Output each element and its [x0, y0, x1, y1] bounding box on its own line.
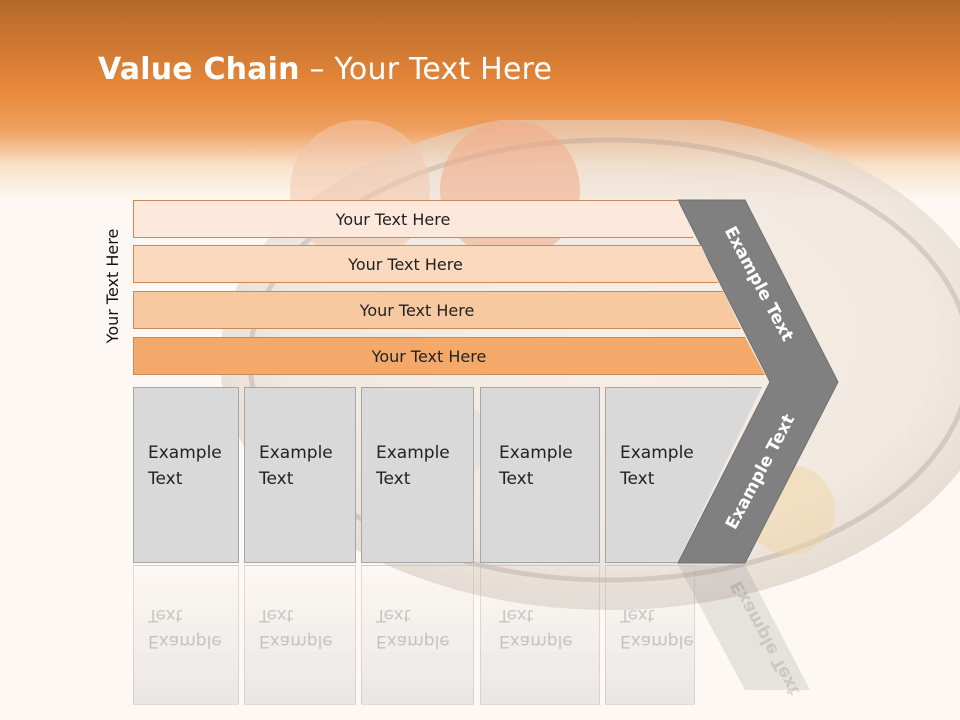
title-bold: Value Chain [98, 52, 300, 87]
activity-box-2-reflection: Example Text [244, 565, 356, 705]
activity-box-3-reflection: Example Text [361, 565, 474, 705]
band-1: Your Text Here [133, 200, 693, 238]
band-2-label: Your Text Here [348, 254, 463, 274]
reflection-1-line2: Text [148, 605, 183, 625]
page-title: Value Chain – Your Text Here [98, 52, 552, 87]
band-4: Your Text Here [133, 337, 765, 375]
activity-box-1-line2: Text [148, 469, 183, 489]
activity-box-3-line1: Example [376, 443, 450, 463]
band-3-label: Your Text Here [359, 300, 475, 320]
reflection-1-line1: Example [148, 631, 222, 651]
band-3: Your Text Here [133, 291, 741, 329]
activity-box-2-line1: Example [259, 443, 333, 463]
activity-box-1-line1: Example [148, 443, 222, 463]
activity-box-5-reflection: Example Text [605, 565, 695, 705]
band-4-label: Your Text Here [371, 346, 487, 366]
band-2: Your Text Here [133, 245, 718, 283]
band-1-label: Your Text Here [335, 209, 451, 229]
reflection-3-line1: Example [376, 631, 450, 651]
reflection-4-line1: Example [499, 631, 573, 651]
reflection-5-line1: Example [620, 631, 694, 651]
activity-box-4-line1: Example [499, 443, 573, 463]
reflection-4-line2: Text [499, 605, 534, 625]
reflection-3-line2: Text [376, 605, 411, 625]
title-rest: – Your Text Here [299, 52, 553, 87]
activity-box-2-line2: Text [259, 469, 294, 489]
activity-box-5-line1: Example [620, 443, 694, 463]
reflection-5-line2: Text [620, 605, 655, 625]
activity-box-4-line2: Text [499, 469, 534, 489]
reflection-2-line1: Example [259, 631, 333, 651]
activity-box-1-reflection: Example Text [133, 565, 239, 705]
reflection-2-line2: Text [259, 605, 294, 625]
activity-box-3-line2: Text [376, 469, 411, 489]
activity-box-4-reflection: Example Text [480, 565, 600, 705]
side-label: Your Text Here [103, 228, 122, 344]
activity-box-5-line2: Text [620, 469, 655, 489]
